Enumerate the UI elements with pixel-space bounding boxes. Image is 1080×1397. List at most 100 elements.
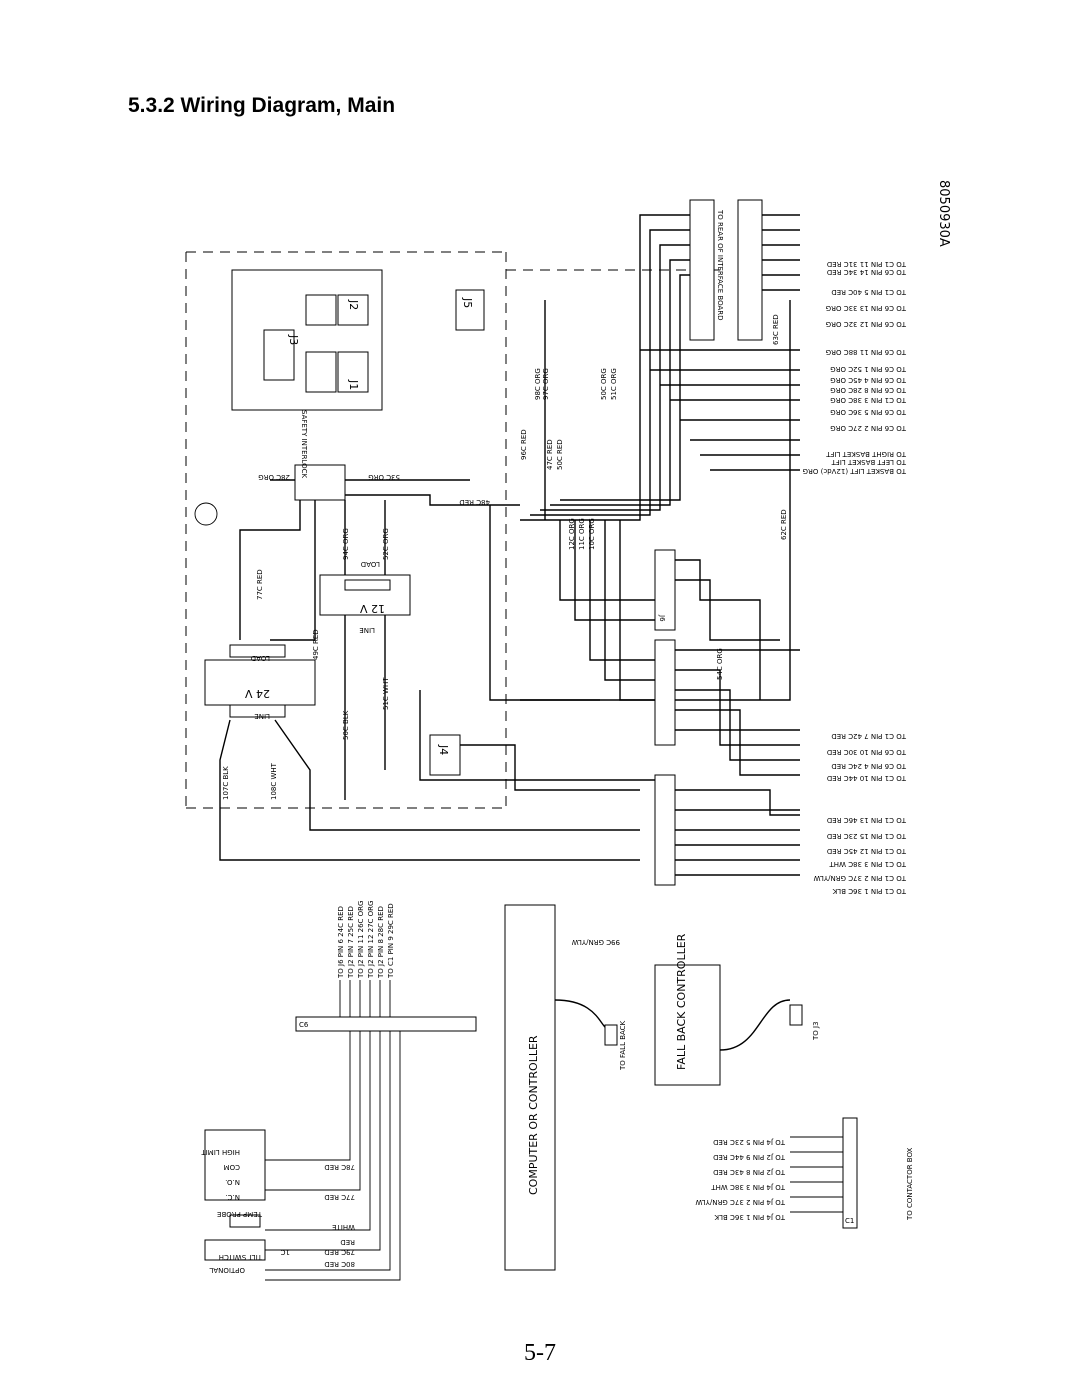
wire-77c-label: 77C RED	[324, 1193, 355, 1201]
j6-label: J6	[658, 614, 666, 622]
wire-label-15: 48C RED	[459, 498, 490, 506]
wire-label-1: 96C RED	[520, 429, 528, 460]
contactor-label-4: TO J4 PIN 3 38C WHT	[711, 1183, 786, 1191]
no-label: N.O.	[225, 1178, 240, 1186]
mid-label-4: TO C1 PIN 10 44C RED	[827, 774, 907, 782]
top-label-6: TO C6 PIN 11 88C ORG	[826, 348, 907, 356]
c6-label-1: TO J6 PIN 6 24C RED	[337, 906, 345, 979]
tilt-switch-label: TILT SWITCH	[219, 1253, 263, 1261]
j6-connector: J6	[654, 549, 676, 631]
mid-label-1: TO C1 PIN 7 42C RED	[831, 732, 907, 740]
j2-label: J2	[347, 299, 360, 310]
contactor-label-1: TO J4 PIN 5 23C RED	[713, 1138, 786, 1146]
j5-label: J5	[461, 297, 474, 308]
contactor-label-3: TO J2 PIN 8 43C RED	[713, 1168, 786, 1176]
contactor-strip: C1 TO CONTACTOR BOX	[790, 1117, 914, 1229]
top-label-5: TO C6 PIN 12 32C ORG	[826, 320, 907, 328]
to-contactor-label: TO CONTACTOR BOX	[906, 1147, 914, 1221]
transformer-12v: 12 V LOAD LINE	[319, 500, 411, 800]
top-label-10: TO C1 PIN 3 38C ORG	[830, 396, 907, 404]
optional-label: OPTIONAL	[209, 1266, 245, 1274]
mid-wiring	[419, 505, 800, 876]
top-label-15: TO BASKET LIFT (12Vdc) ORG	[803, 467, 907, 475]
top-labels: TO C1 PIN 11 31C RED TO C6 PIN 14 34C RE…	[803, 260, 907, 475]
wire-label-13: 53C ORG	[368, 473, 400, 481]
tilt-switch: TILT SWITCH OPTIONAL 79C RED 80C RED 1C	[204, 1239, 355, 1274]
wire-label-2: 98C ORG	[534, 368, 542, 400]
wire-label-3: 97C ORG	[542, 368, 550, 400]
computer-controller: COMPUTER OR CONTROLLER 99C GRN/YLW TO FA…	[504, 904, 627, 1271]
wire-label-4: 50C ORG	[600, 368, 608, 400]
safety-interlock-label: SAFETY INTERLOCK	[300, 410, 308, 478]
page-title: 5.3.2 Wiring Diagram, Main	[128, 94, 396, 117]
to-interface-label: TO REAR OF INTERFACE BOARD	[716, 209, 724, 321]
c6-labels: TO J6 PIN 6 24C RED TO J2 PIN 7 25C RED …	[337, 901, 395, 979]
top-label-3: TO C1 PIN 5 40C RED	[831, 288, 907, 296]
drawing-number: 8050930A	[936, 180, 951, 247]
ground-label: 99C GRN/YLW	[572, 938, 620, 946]
wire-label-19: 49C RED	[312, 629, 320, 660]
wire-78c-label: 78C RED	[324, 1163, 355, 1171]
c6-label-4: TO J2 PIN 12 27C ORG	[367, 901, 375, 979]
wire-label-24: 63C RED	[772, 314, 780, 345]
transformer-24v-load: LOAD	[251, 654, 270, 662]
top-label-9: TO C6 PIN 8 28C ORG	[830, 386, 907, 394]
wire-label-10: 10C ORG	[588, 518, 596, 550]
transformer-12v-load: LOAD	[361, 560, 380, 568]
transformer-24v-label: 24 V	[245, 687, 270, 700]
nc-label: N.C.	[225, 1193, 240, 1201]
high-limit: HIGH LIMIT COM N.O. N.C. 78C RED 77C RED	[201, 1129, 355, 1201]
j1-label: J1	[347, 379, 360, 390]
wire-label-8: 12C ORG	[568, 518, 576, 550]
wire-label-9: 11C ORG	[578, 518, 586, 550]
j5-connector: J5	[455, 289, 485, 331]
to-j3-label: TO J3	[812, 1021, 820, 1041]
wire-label-7: 50C RED	[556, 439, 564, 470]
contactor-labels: TO J4 PIN 5 23C RED TO J2 PIN 9 44C RED …	[695, 1138, 786, 1221]
fall-back-controller: FALL BACK CONTROLLER TO J3	[654, 933, 820, 1086]
fall-back-label: FALL BACK CONTROLLER	[675, 933, 688, 1070]
j3-label: J3	[287, 334, 300, 345]
wire-label-12: 54C ORG	[716, 648, 724, 680]
wire-label-6: 47C RED	[546, 439, 554, 470]
top-label-4: TO C6 PIN 13 33C ORG	[826, 304, 907, 312]
j4-strip	[654, 774, 676, 886]
j4-label: J4	[437, 744, 450, 755]
wire-80c-label: 80C RED	[324, 1260, 355, 1268]
transformer-12v-line: LINE	[359, 626, 375, 634]
white-label: WHITE	[332, 1223, 355, 1231]
contactor-label-2: TO J2 PIN 9 44C RED	[713, 1153, 786, 1161]
wire-1c-label: 1C	[281, 1248, 290, 1256]
control-box-outline	[185, 251, 720, 809]
wire-label-18: 77C RED	[256, 569, 264, 600]
top-label-11: TO C6 PIN 5 36C ORG	[830, 408, 907, 416]
mid-label-10: TO C1 PIN 1 36C BLK	[832, 887, 907, 895]
ground-stud	[194, 502, 218, 526]
temp-probe-label: TEMP PROBE	[217, 1210, 263, 1218]
wire-79c-label: 79C RED	[324, 1248, 355, 1256]
wire-label-22: 107C BLK	[222, 766, 230, 800]
com-label: COM	[224, 1163, 240, 1171]
top-label-8: TO C6 PIN 4 45C ORG	[830, 376, 907, 384]
mid-label-2: TO C6 PIN 10 30C RED	[827, 748, 907, 756]
transformer-24v: 24 V LOAD LINE	[204, 644, 640, 861]
j5-strip	[654, 639, 676, 746]
c6-label-3: TO J2 PIN 11 26C ORG	[357, 901, 365, 979]
wire-labels: 96C RED 98C ORG 97C ORG 50C ORG 51C ORG …	[222, 314, 788, 800]
top-label-7: TO C6 PIN 1 52C ORG	[830, 365, 907, 373]
mid-label-9: TO C1 PIN 2 37C GRN/YLW	[814, 874, 907, 882]
c6-label: C6	[299, 1021, 309, 1029]
wire-label-11: 62C RED	[780, 509, 788, 540]
wire-label-20: 51C WHT	[382, 677, 390, 710]
top-label-14: TO LEFT BASKET LIFT	[831, 458, 907, 466]
mid-label-3: TO C6 PIN 4 24C RED	[831, 762, 907, 770]
transformer-24v-line: LINE	[254, 712, 270, 720]
c6-terminal-strip: C6	[265, 980, 477, 1281]
c6-label-2: TO J2 PIN 7 25C RED	[347, 906, 355, 979]
safety-interlock: SAFETY INTERLOCK	[239, 410, 520, 641]
wire-label-16: 94C ORG	[342, 528, 350, 560]
page-number: 5-7	[524, 1340, 556, 1366]
temp-probe: TEMP PROBE WHITE RED	[217, 1210, 355, 1246]
wire-label-5: 51C ORG	[610, 368, 618, 400]
mid-label-7: TO C1 PIN 12 45C RED	[827, 847, 907, 855]
